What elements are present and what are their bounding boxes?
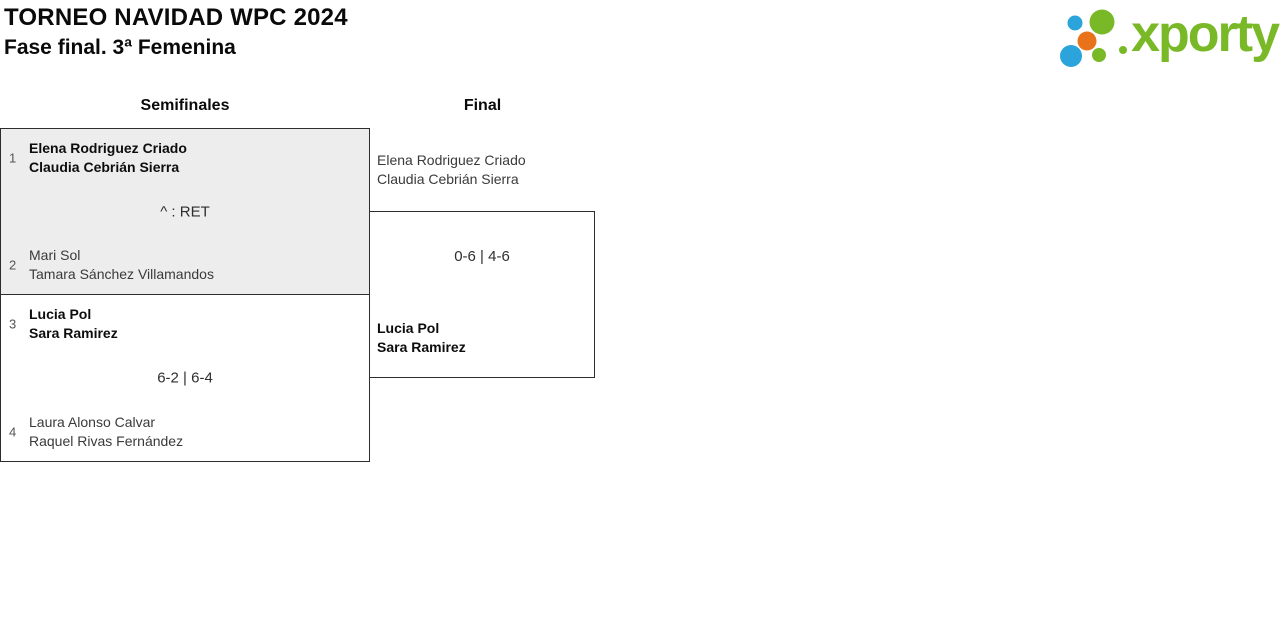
player-name: Elena Rodriguez Criado	[29, 140, 187, 156]
team-slot: 3 Lucia Pol Sara Ramirez	[1, 305, 369, 343]
player-name: Elena Rodriguez Criado	[377, 152, 526, 168]
xporty-wordmark: xporty	[1131, 5, 1280, 63]
team-slot: 1 Elena Rodriguez Criado Claudia Cebrián…	[1, 139, 369, 177]
player-name: Laura Alonso Calvar	[29, 414, 156, 430]
seed-number: 1	[9, 150, 17, 166]
player-name: Sara Ramirez	[29, 325, 118, 341]
match-score: 0-6 | 4-6	[454, 248, 510, 265]
final-team-slot-top: Elena Rodriguez Criado Claudia Cebrián S…	[369, 151, 595, 189]
page-subtitle: Fase final. 3ª Femenina	[4, 36, 236, 59]
match-score: ^ : RET	[160, 203, 210, 220]
seed-number: 2	[9, 257, 17, 273]
match-score: 6-2 | 6-4	[157, 369, 213, 387]
team-slot: 2 Mari Sol Tamara Sánchez Villamandos	[1, 246, 369, 284]
page-title: TORNEO NAVIDAD WPC 2024	[4, 4, 348, 31]
xporty-dots-icon	[1060, 9, 1128, 67]
seed-number: 3	[9, 316, 17, 332]
xporty-logo[interactable]: xporty	[1056, 3, 1280, 73]
player-name: Claudia Cebrián Sierra	[377, 171, 519, 187]
player-name: Lucia Pol	[29, 306, 92, 322]
player-name: Claudia Cebrián Sierra	[29, 159, 180, 175]
round-header-semifinals: Semifinales	[140, 97, 230, 114]
final-match: 0-6 | 4-6 Lucia Pol Sara Ramirez	[369, 211, 595, 378]
seed-number: 4	[9, 424, 17, 440]
player-name: Sara Ramirez	[377, 339, 466, 355]
semifinal-match-2: 3 Lucia Pol Sara Ramirez 6-2 | 6-4 4 Lau…	[0, 294, 370, 462]
player-name: Mari Sol	[29, 247, 81, 263]
player-name: Raquel Rivas Fernández	[29, 433, 184, 449]
player-name: Lucia Pol	[377, 320, 440, 336]
round-header-final: Final	[463, 97, 502, 114]
semifinal-match-1: 1 Elena Rodriguez Criado Claudia Cebrián…	[0, 128, 370, 295]
player-name: Tamara Sánchez Villamandos	[29, 266, 214, 282]
final-team-slot-bottom: Lucia Pol Sara Ramirez	[370, 319, 594, 357]
team-slot: 4 Laura Alonso Calvar Raquel Rivas Ferná…	[1, 413, 369, 451]
